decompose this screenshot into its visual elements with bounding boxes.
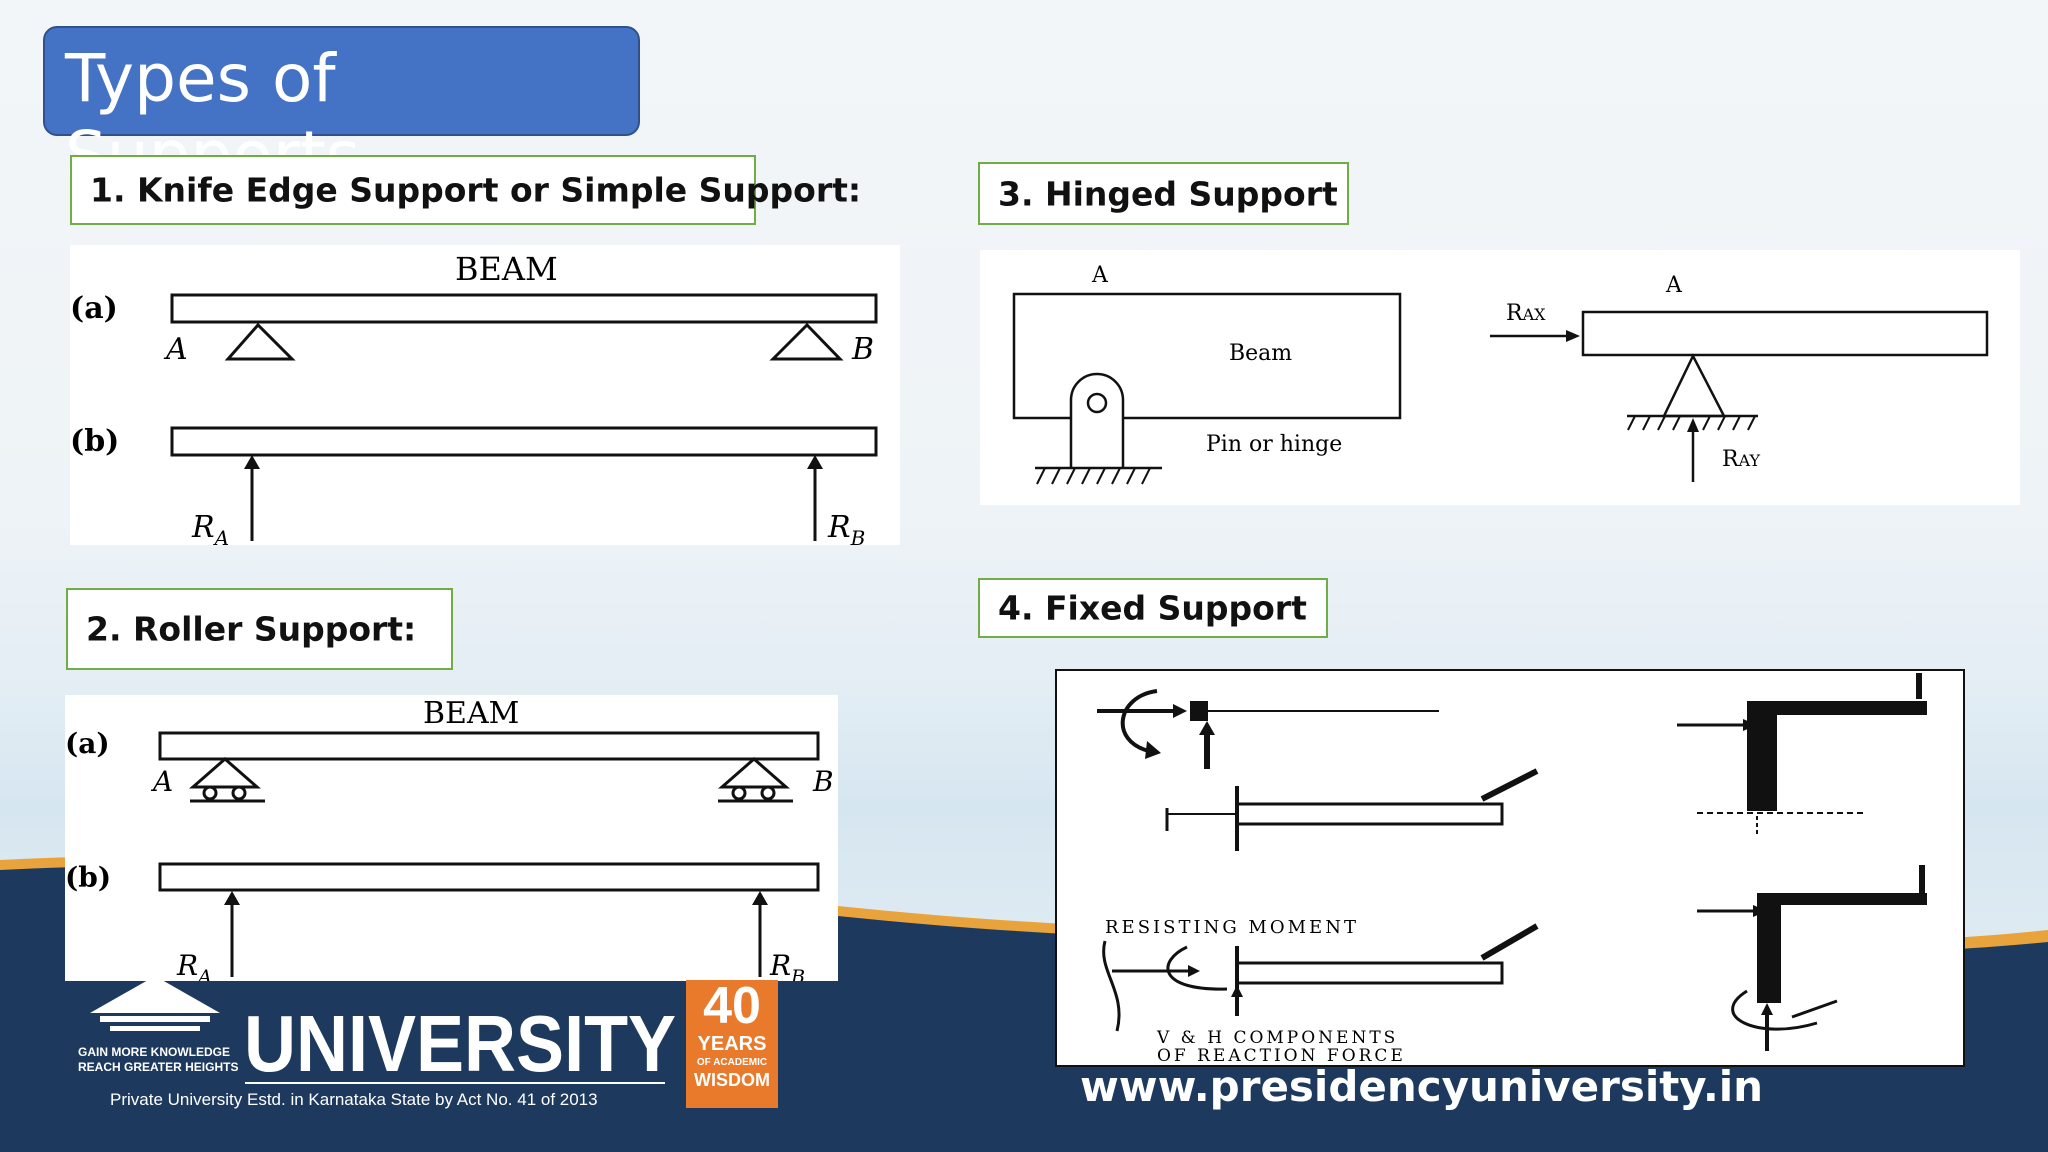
point-a-label: A [163, 332, 188, 367]
reaction-b-label: RB [827, 510, 865, 545]
reaction-arrowhead-b [752, 891, 768, 905]
roller-b-wheel-1 [731, 785, 747, 801]
hinged-diagram: A Beam Pin or hinge A RAX RAY [980, 250, 2020, 505]
wall-hatch-top [1190, 701, 1208, 721]
frame-horizontal-bottom [1791, 999, 1838, 1019]
beam-a [158, 731, 820, 761]
roller-a-wheel-1 [202, 785, 218, 801]
beam-label: BEAM [423, 696, 519, 731]
point-b-label: B [812, 765, 834, 798]
hinge-bracket [1069, 372, 1125, 468]
load-arrow-bottom [1480, 923, 1539, 961]
frame-column-bottom [1757, 893, 1781, 1003]
knife-edge-label-text: 1. Knife Edge Support or Simple Support: [90, 170, 862, 210]
row-a-label: (a) [65, 727, 110, 760]
components-label-1: V & H COMPONENTS [1156, 1028, 1398, 1048]
knife-edge-svg: BEAM (a) A B (b) RA RB [70, 250, 878, 550]
reaction-a-label: RA [191, 510, 229, 545]
row-b-label: (b) [70, 424, 119, 459]
vertical-arrowhead-top [1199, 721, 1215, 735]
frame-vertical-arrowhead [1761, 1003, 1773, 1015]
fixed-label: 4. Fixed Support [978, 578, 1328, 638]
row-b-label: (b) [65, 861, 111, 894]
frame-beam-top [1747, 701, 1927, 715]
roller-support-a [189, 757, 261, 789]
roller-label-text: 2. Roller Support: [86, 609, 417, 649]
fixed-svg: RESISTING MOMENT V & H COMPONENTS OF REA… [1097, 673, 1927, 1066]
knife-edge-diagram: BEAM (a) A B (b) RA RB [70, 245, 900, 550]
university-name: UNIVERSITY [244, 999, 677, 1088]
beam-bottom [1235, 961, 1504, 985]
reaction-b-label: RB [769, 949, 805, 981]
ray-arrowhead [1687, 418, 1699, 432]
horizontal-arrowhead-bottom [1188, 965, 1200, 977]
knife-edge-support-b [769, 322, 844, 361]
reaction-arrowhead-b [807, 455, 823, 469]
ground-hatch-right [1627, 415, 1756, 431]
moment-arrowhead-top [1145, 741, 1161, 759]
load-arrow-middle [1480, 768, 1539, 802]
knife-edge-label: 1. Knife Edge Support or Simple Support: [70, 155, 861, 225]
point-a-right-label: A [1665, 273, 1683, 298]
rax-arrowhead [1566, 330, 1580, 342]
beam-label: BEAM [455, 250, 558, 288]
pin-label: Pin or hinge [1206, 432, 1342, 457]
frame-column-top [1747, 701, 1777, 811]
point-a-left-label: A [1091, 263, 1109, 288]
slide-title: Types of Supports [43, 26, 640, 194]
hinged-beam [1012, 292, 1402, 420]
reaction-arrowhead-a [224, 891, 240, 905]
ground-hatch [1036, 467, 1151, 485]
roller-diagram: BEAM (a) A B (b) RA RB [65, 695, 838, 988]
hinge-pin [1086, 392, 1108, 414]
hinge-triangle [1662, 353, 1727, 418]
point-b-label: B [851, 332, 874, 367]
horizontal-arrowhead-top [1173, 704, 1187, 718]
label-leader-1 [1102, 940, 1121, 1032]
website-url[interactable]: www.presidencyuniversity.in [1080, 1062, 1764, 1111]
university-logo-icon [90, 976, 220, 1031]
reaction-arrowhead-a [244, 455, 260, 469]
beam-label: Beam [1229, 341, 1292, 366]
roller-support-b [718, 757, 790, 789]
years-word: YEARS [697, 1033, 767, 1055]
roller-a-wheel-2 [231, 785, 247, 801]
hinged-label: 3. Hinged Support [978, 162, 1349, 225]
years-number: 40 [703, 977, 761, 1035]
beam-b [158, 862, 820, 892]
frame-beam-bottom [1757, 893, 1927, 905]
tagline-line-2: REACH GREATER HEIGHTS [78, 1060, 239, 1074]
logo-tagline: GAIN MORE KNOWLEDGE REACH GREATER HEIGHT… [78, 1045, 238, 1075]
academic-word: OF ACADEMIC [696, 1057, 768, 1068]
knife-edge-support-a [224, 322, 296, 361]
hinged-svg: A Beam Pin or hinge A RAX RAY [1012, 263, 1989, 485]
frame-moment-arc [1731, 989, 1818, 1031]
ray-label: RAY [1722, 447, 1760, 472]
moment-arc-top [1120, 689, 1158, 753]
estd-text: Private University Estd. in Karnataka St… [110, 1090, 598, 1109]
tagline-line-1: GAIN MORE KNOWLEDGE [78, 1045, 230, 1059]
components-label-2: OF REACTION FORCE [1157, 1046, 1406, 1065]
fixed-diagram: RESISTING MOMENT V & H COMPONENTS OF REA… [1055, 669, 1965, 1067]
fixed-label-text: 4. Fixed Support [998, 588, 1307, 628]
wisdom-word: WISDOM [694, 1070, 770, 1090]
beam-b [170, 426, 878, 457]
beam-a [170, 293, 878, 324]
vertical-arrowhead-bottom [1231, 985, 1243, 997]
point-a-label: A [150, 765, 173, 798]
hinged-label-text: 3. Hinged Support [998, 174, 1338, 213]
hinged-beam-right [1581, 310, 1989, 357]
forty-years-badge: 40 YEARS OF ACADEMIC WISDOM [686, 980, 778, 1108]
beam-middle [1235, 802, 1504, 826]
rax-label: RAX [1506, 301, 1546, 326]
footer-divider [245, 1082, 665, 1084]
roller-svg: BEAM (a) A B (b) RA RB [65, 696, 834, 988]
roller-b-wheel-2 [760, 785, 776, 801]
roller-label: 2. Roller Support: [66, 588, 453, 670]
moment-arc-bottom [1166, 945, 1228, 991]
resisting-moment-label: RESISTING MOMENT [1105, 917, 1359, 938]
row-a-label: (a) [70, 291, 118, 326]
